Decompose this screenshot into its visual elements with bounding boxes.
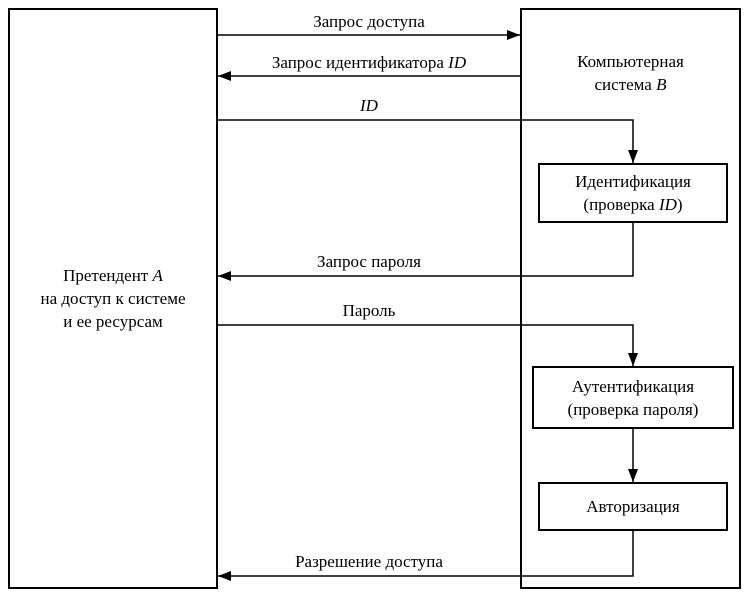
claimant-label-line1: Претендент А <box>40 264 185 287</box>
access-grant-label: Разрешение доступа <box>295 552 443 571</box>
system-label-line2: система В <box>522 73 739 96</box>
authorization-label: Авторизация <box>586 497 680 516</box>
authentication-label-line1: Аутентификация <box>571 376 695 396</box>
password-label: Пароль <box>342 301 396 320</box>
identification-label-line1: Идентификация <box>575 172 691 191</box>
claimant-label-line3: и ее ресурсам <box>63 312 163 331</box>
password-request-label: Запрос пароля <box>317 252 421 271</box>
identification-check-text: (проверка <box>583 195 655 214</box>
arrow-access-grant <box>218 531 634 581</box>
system-label-line1: Компьютерная <box>577 52 684 71</box>
authorization-box: Авторизация <box>538 482 728 531</box>
id-request-label: Запрос идентификатора ID <box>218 53 520 73</box>
identification-box: Идентификация (проверка ID) <box>538 163 728 223</box>
arrow-password <box>218 324 638 366</box>
system-name-text: система <box>594 75 652 94</box>
access-request-label: Запрос доступа <box>313 12 425 31</box>
claimant-label: Претендент А на доступ к системе и ее ре… <box>40 264 185 333</box>
arrow-password-request <box>218 223 634 281</box>
id-token-text: ID <box>360 96 378 115</box>
claimant-variable: А <box>152 266 163 285</box>
system-variable: В <box>656 75 667 94</box>
authentication-label-line2: (проверка пароля) <box>567 399 699 419</box>
id-label: ID <box>218 96 520 116</box>
identification-check-suffix: ) <box>676 195 683 214</box>
authentication-box: Аутентификация (проверка пароля) <box>532 366 734 429</box>
id-request-variable: ID <box>448 53 467 72</box>
identification-id-variable: ID <box>658 195 677 214</box>
claimant-name-text: Претендент <box>63 266 149 285</box>
id-request-text: Запрос идентификатора <box>271 53 444 72</box>
claimant-label-line2: на доступ к системе <box>40 289 186 308</box>
arrow-id <box>218 119 638 163</box>
identification-label-line2: (проверка ID) <box>583 193 682 216</box>
claimant-box: Претендент А на доступ к системе и ее ре… <box>8 8 218 589</box>
system-label: Компьютерная система В <box>522 10 739 96</box>
